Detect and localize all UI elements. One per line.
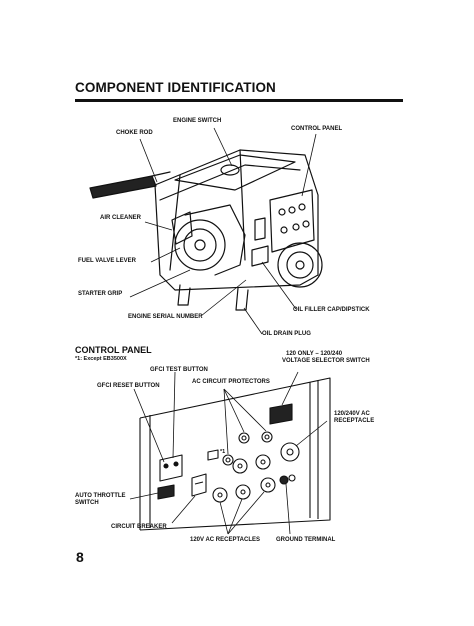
label-engine-switch: ENGINE SWITCH [173,118,222,124]
label-starter-grip: STARTER GRIP [78,291,123,297]
page-number: 8 [76,549,84,565]
page-title: COMPONENT IDENTIFICATION [75,80,276,95]
title-rule [75,99,403,102]
section-heading-control-panel: CONTROL PANEL [75,345,152,355]
label-voltage-switch-line2: VOLTAGE SELECTOR SWITCH [282,358,370,364]
label-choke-rod: CHOKE ROD [116,130,153,136]
label-fuel-valve-lever: FUEL VALVE LEVER [78,258,137,264]
label-auto-throttle-line2: SWITCH [75,500,99,506]
label-air-cleaner: AIR CLEANER [100,215,142,221]
label-gfci-test-button: GFCI TEST BUTTON [150,367,208,373]
label-control-panel: CONTROL PANEL [291,126,343,132]
footnote-marker: *1 [220,449,226,455]
label-engine-serial-number: ENGINE SERIAL NUMBER [128,314,203,320]
label-auto-throttle-line1: AUTO THROTTLE [75,493,126,499]
label-receptacle-240-line2: RECEPTACLE [334,418,375,424]
label-circuit-breaker: CIRCUIT BREAKER [111,524,167,530]
footnote: *1: Except EB3500X [75,356,127,362]
label-ac-circuit-protectors: AC CIRCUIT PROTECTORS [192,379,270,385]
label-ground-terminal: GROUND TERMINAL [276,537,336,543]
label-oil-filler-cap: OIL FILLER CAP/DIPSTICK [293,307,370,313]
label-receptacle-240-line1: 120/240V AC [334,411,370,417]
label-oil-drain-plug: OIL DRAIN PLUG [262,331,311,337]
label-voltage-switch-line1: 120 ONLY – 120/240 [286,351,343,357]
label-120v-receptacles: 120V AC RECEPTACLES [190,537,261,543]
label-gfci-reset-button: GFCI RESET BUTTON [97,383,160,389]
